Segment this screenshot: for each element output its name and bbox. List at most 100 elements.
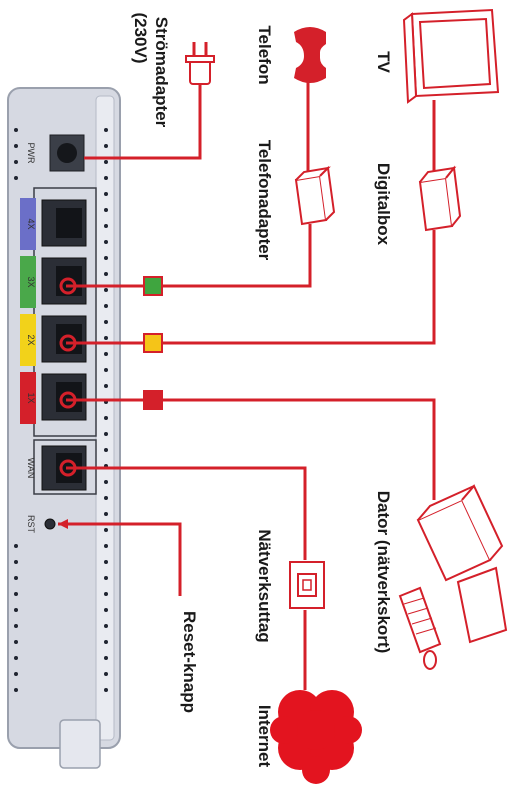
vent-dot [104, 256, 108, 260]
vent-dot [104, 496, 108, 500]
vent-dot [14, 640, 18, 644]
vent-dot [104, 512, 108, 516]
label-reset: Reset-knapp [180, 611, 199, 713]
vent-dot [104, 128, 108, 132]
vent-dot [104, 384, 108, 388]
vent-dot [104, 336, 108, 340]
connector-ring-3 [59, 277, 77, 295]
vent-dot [14, 544, 18, 548]
label-telefonadapter: Telefonadapter [255, 140, 274, 261]
port-label-rst: RST [26, 515, 36, 534]
vent-dot [104, 160, 108, 164]
reset-button[interactable] [44, 518, 56, 530]
vent-dot [104, 528, 108, 532]
label-dator: Dator (nätverkskort) [374, 491, 393, 654]
label-natverksuttag: Nätverksuttag [255, 529, 274, 642]
vent-dot [104, 656, 108, 660]
digitalbox-cable [66, 230, 436, 345]
port-3-color [20, 256, 36, 308]
computer-cable [66, 398, 436, 500]
port-2-color [20, 314, 36, 366]
vent-dot [104, 240, 108, 244]
vent-dot [104, 416, 108, 420]
connector-green [143, 276, 163, 296]
internet-cloud-icon [270, 690, 362, 784]
label-telefon: Telefon [255, 25, 274, 84]
phone-adapter-icon [294, 165, 336, 226]
connector-ring-wan [59, 459, 77, 477]
port-1-color [20, 372, 36, 424]
vent-dot [14, 576, 18, 580]
power-plug-icon [185, 42, 215, 85]
vent-dot [14, 624, 18, 628]
phone-port-cable [66, 224, 312, 288]
port-label-pwr: PWR [26, 143, 36, 164]
wan-cable [66, 466, 307, 560]
label-stromadapter: Strömadapter [152, 17, 171, 128]
vent-dot [104, 176, 108, 180]
computer-icon [398, 484, 508, 670]
vent-dot [104, 288, 108, 292]
vent-dot [104, 608, 108, 612]
vent-dot [104, 272, 108, 276]
vent-dot [14, 608, 18, 612]
label-digitalbox: Digitalbox [374, 163, 393, 246]
label-stromadapter-voltage: (230V) [131, 12, 150, 63]
router-stand [59, 719, 101, 769]
vent-dot [104, 320, 108, 324]
vent-dot [104, 592, 108, 596]
vent-dot [104, 560, 108, 564]
vent-dot [104, 224, 108, 228]
connector-red [143, 390, 163, 410]
port-label-2: 2X [26, 334, 36, 345]
vent-dot [14, 560, 18, 564]
vent-dot [14, 592, 18, 596]
network-outlet-icon [289, 561, 325, 609]
vent-dot [104, 432, 108, 436]
vent-dot [104, 208, 108, 212]
connector-yellow [143, 333, 163, 353]
router-vent-dots [14, 128, 108, 692]
reset-pointer [58, 522, 182, 596]
ethernet-port-4[interactable] [41, 199, 87, 247]
vent-dot [104, 144, 108, 148]
vent-dot [14, 128, 18, 132]
vent-dot [14, 656, 18, 660]
vent-dot [104, 544, 108, 548]
telephone-icon [294, 27, 326, 83]
vent-dot [104, 480, 108, 484]
vent-dot [104, 672, 108, 676]
router: PWR 4X 3X 2X 1X WAN RST [7, 87, 121, 769]
cables [58, 75, 436, 690]
port-label-3: 3X [26, 276, 36, 287]
vent-dot [104, 624, 108, 628]
port-label-wan: WAN [26, 458, 36, 479]
label-tv: TV [374, 51, 393, 73]
vent-dot [14, 672, 18, 676]
vent-dot [104, 576, 108, 580]
tv-icon [402, 8, 500, 104]
vent-dot [104, 688, 108, 692]
reset-arrowhead [58, 519, 68, 529]
vent-dot [104, 640, 108, 644]
vent-dot [104, 304, 108, 308]
connector-ring-1 [59, 391, 77, 409]
vent-dot [104, 448, 108, 452]
port-4-color [20, 198, 36, 250]
vent-dot [14, 144, 18, 148]
vent-dot [104, 352, 108, 356]
vent-dot [104, 368, 108, 372]
vent-dot [14, 176, 18, 180]
lan-port-frame [33, 187, 97, 437]
port-label-4: 4X [26, 218, 36, 229]
labels: TV Digitalbox Telefon Telefonadapter Str… [131, 12, 393, 767]
label-internet: Internet [255, 705, 274, 768]
port-label-1: 1X [26, 392, 36, 403]
digitalbox-icon [418, 165, 462, 232]
ethernet-port-1[interactable] [41, 373, 87, 421]
power-cable [84, 82, 202, 160]
connector-ring-2 [59, 334, 77, 352]
vent-dot [14, 160, 18, 164]
vent-dot [14, 688, 18, 692]
